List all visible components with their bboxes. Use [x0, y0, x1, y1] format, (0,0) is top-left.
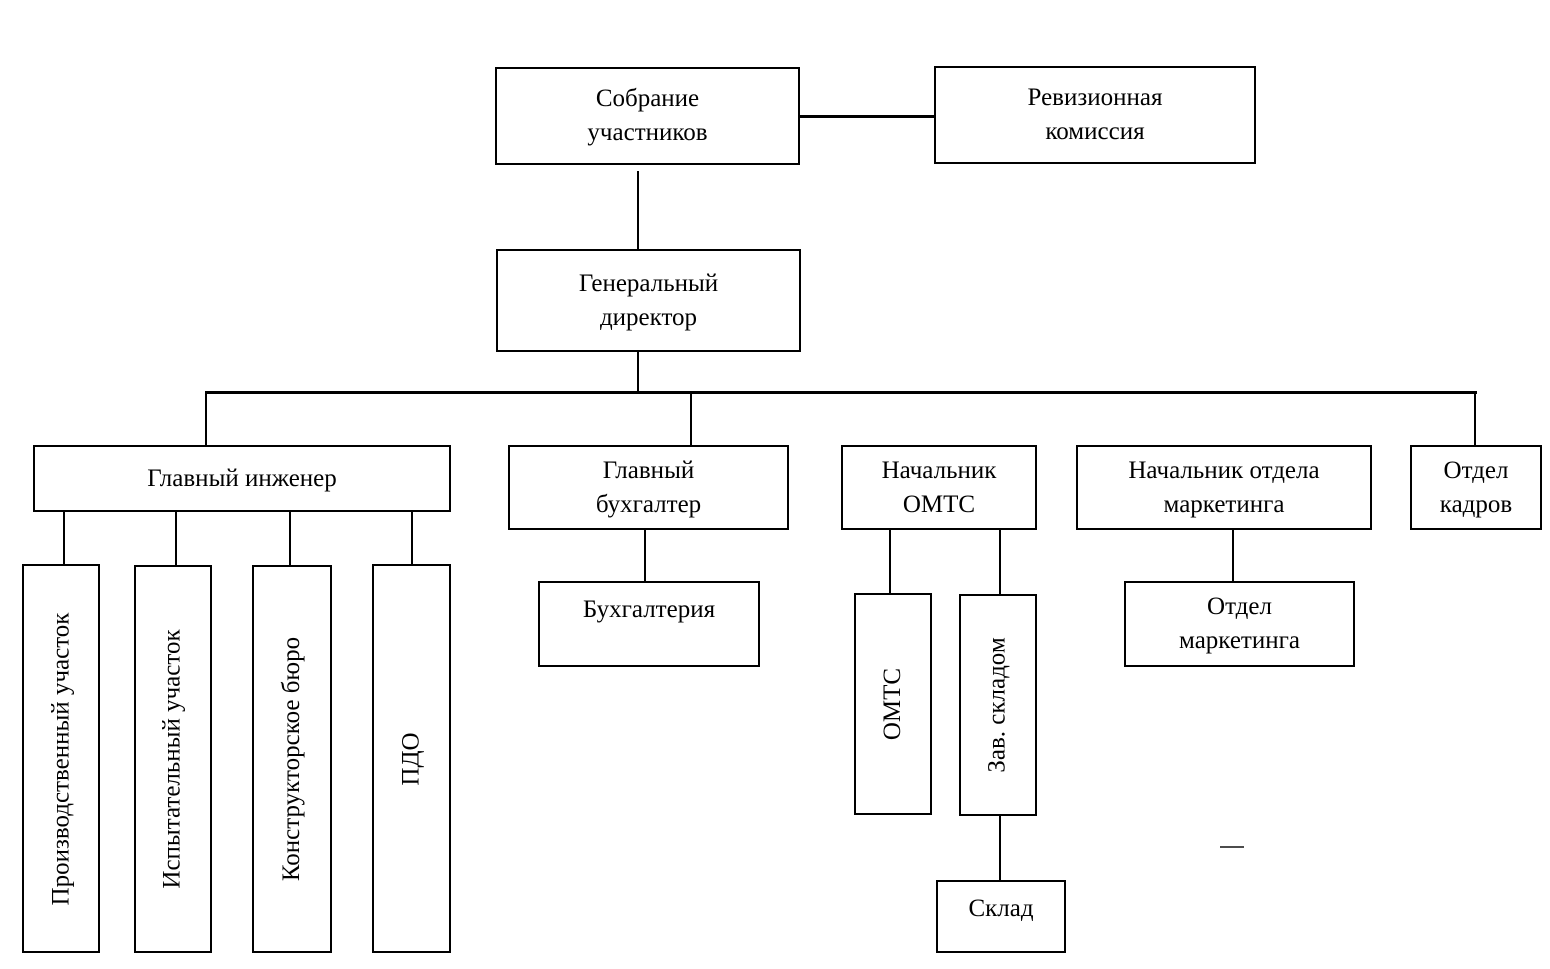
- node-omts: ОМТС: [854, 593, 932, 815]
- node-warehouse: Склад: [936, 880, 1066, 953]
- node-design-bureau: Конструкторское бюро: [252, 565, 332, 953]
- node-warehouse-manager-label: Зав. складом: [984, 637, 1011, 773]
- node-accounting-label: Бухгалтерия: [582, 596, 716, 623]
- connector-engineer-design: [289, 510, 291, 566]
- node-marketing-dept-label: Отдел маркетинга: [1179, 593, 1300, 654]
- node-head-omts-label: Начальник ОМТС: [881, 456, 997, 518]
- node-head-marketing: Начальник отдела маркетинга: [1076, 445, 1372, 530]
- connector-director-bus: [637, 350, 639, 393]
- node-head-marketing-label: Начальник отдела маркетинга: [1128, 456, 1320, 518]
- connector-accountant-accounting: [644, 528, 646, 583]
- node-omts-label: ОМТС: [878, 667, 906, 741]
- node-chief-accountant: Главный бухгалтер: [508, 445, 789, 530]
- connector-main-bus: [205, 391, 1477, 394]
- connector-engineer-production: [63, 510, 65, 566]
- node-marketing-dept: Отдел маркетинга: [1124, 581, 1355, 667]
- node-production-site-label: Производственный участок: [47, 612, 75, 905]
- node-testing-site-label: Испытательный участок: [159, 629, 186, 889]
- node-director: Генеральный директор: [496, 249, 801, 352]
- connector-engineer-testing: [175, 510, 177, 566]
- connector-omts-head-omts: [889, 528, 891, 595]
- node-director-label: Генеральный директор: [578, 269, 719, 331]
- connector-engineer-pdo: [411, 510, 413, 566]
- node-testing-site: Испытательный участок: [134, 565, 212, 953]
- node-chief-accountant-label: Главный бухгалтер: [595, 456, 702, 518]
- connector-assembly-audit: [798, 115, 936, 118]
- connector-marketing-head-dept: [1232, 528, 1234, 583]
- connector-bus-hr: [1474, 392, 1476, 447]
- connector-warehouse-manager-warehouse: [999, 815, 1001, 882]
- node-accounting: Бухгалтерия: [538, 581, 760, 667]
- node-audit-commission-label: Ревизионная комиссия: [1027, 84, 1163, 145]
- node-audit-commission: Ревизионная комиссия: [934, 66, 1256, 164]
- node-hr-department-label: Отдел кадров: [1439, 456, 1513, 518]
- node-warehouse-manager: Зав. складом: [959, 594, 1037, 816]
- scan-artifact-mark: [1220, 846, 1244, 848]
- node-head-omts: Начальник ОМТС: [841, 445, 1037, 530]
- connector-omts-head-warehouse-manager: [999, 528, 1001, 595]
- node-pdo: ПДО: [372, 564, 451, 953]
- node-assembly: Собрание участников: [495, 67, 800, 165]
- node-chief-engineer-label: Главный инженер: [147, 464, 337, 492]
- node-assembly-label: Собрание участников: [587, 85, 708, 146]
- node-hr-department: Отдел кадров: [1410, 445, 1542, 530]
- node-design-bureau-label: Конструкторское бюро: [278, 636, 305, 882]
- node-warehouse-label: Склад: [968, 895, 1034, 922]
- connector-bus-chief-engineer: [205, 392, 207, 447]
- node-pdo-label: ПДО: [397, 731, 425, 786]
- connector-assembly-director: [637, 171, 639, 251]
- node-production-site: Производственный участок: [22, 564, 100, 953]
- node-chief-engineer: Главный инженер: [33, 445, 451, 512]
- connector-bus-chief-accountant: [690, 392, 692, 447]
